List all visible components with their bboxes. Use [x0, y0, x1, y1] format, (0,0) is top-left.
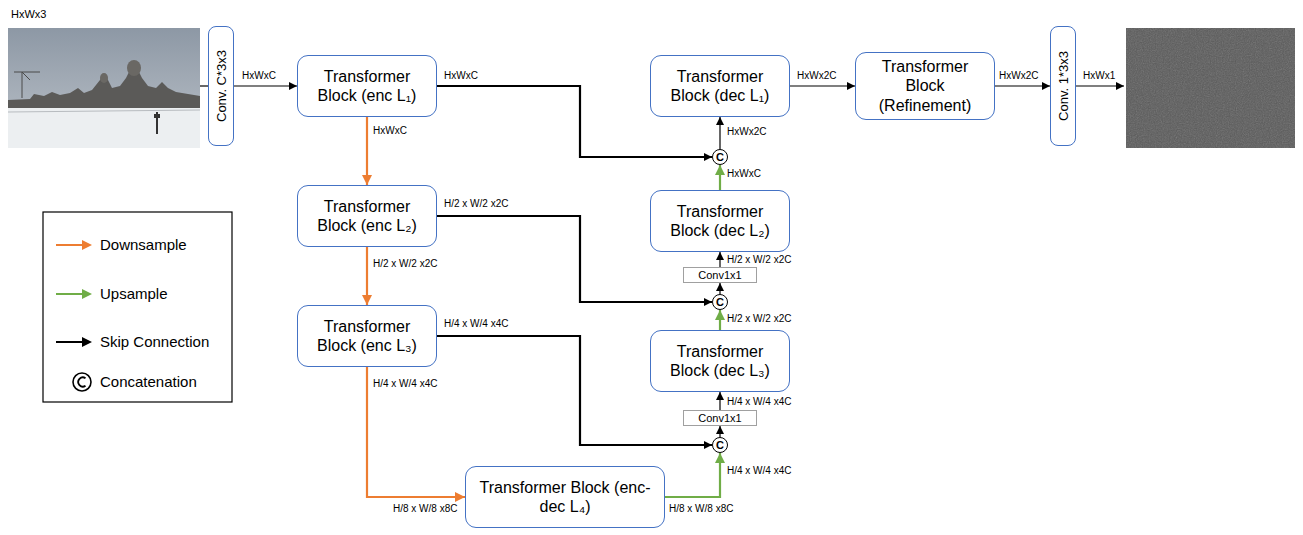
concat-circle: C — [712, 294, 728, 310]
photo-sign — [154, 114, 160, 118]
dimension-label: H/8 x W/8 x8C — [392, 503, 458, 515]
transformer-block: Transformer Block (dec L₁) — [650, 55, 790, 117]
node-text: Transformer Block (dec L₃) — [663, 342, 777, 380]
input-image — [8, 28, 200, 148]
dimension-label: HxWxC — [726, 168, 762, 180]
dimension-label: H/2 x W/2 x2C — [372, 258, 438, 270]
concat-sample — [73, 373, 91, 391]
conv1x1-box: Conv1x1 — [683, 410, 757, 426]
connector — [719, 426, 720, 437]
connector — [366, 117, 368, 185]
dimension-label: HxWx2C — [998, 70, 1039, 82]
node-text: Conv1x1 — [698, 411, 741, 425]
connector — [719, 310, 721, 330]
node-text: Conv. C*3x3 — [214, 50, 229, 122]
legend-samples — [56, 240, 92, 391]
output-arrow — [1076, 85, 1124, 86]
photo-crane — [14, 72, 40, 98]
dimension-label: H/4 x W/4 x4C — [726, 465, 792, 477]
transformer-block: Transformer Block (dec L₃) — [650, 330, 790, 392]
legend-text: Downsample — [100, 236, 187, 254]
transformer-block: Transformer Block (Refinement) — [855, 52, 995, 120]
connector — [367, 367, 465, 497]
concat-sample-c — [78, 377, 85, 386]
dimension-label: H/4 x W/4 x4C — [443, 318, 509, 330]
node-text: Transformer Block (enc L₃) — [310, 317, 424, 355]
node-text: Transformer Block (dec L₁) — [663, 67, 777, 105]
concat-circle: C — [712, 437, 728, 453]
dimension-label: H/8 x W/8 x8C — [668, 503, 734, 515]
downsample-head — [82, 240, 92, 250]
dimension-label: H/2 x W/2 x2C — [726, 254, 792, 266]
node-text: Transformer Block (dec L₂) — [663, 202, 777, 240]
photo-dome — [127, 60, 141, 76]
node-text: C — [716, 439, 724, 451]
connector — [719, 165, 721, 190]
dimension-label: HxWxC — [241, 70, 277, 82]
dimension-label: H/2 x W/2 x2C — [443, 198, 509, 210]
connector — [995, 85, 1050, 86]
conv-box: Conv. 1*3x3 — [1050, 26, 1076, 146]
node-text: Conv. 1*3x3 — [1056, 51, 1071, 121]
skip-head — [82, 337, 92, 347]
node-text: C — [716, 296, 724, 308]
output-noise — [1126, 28, 1295, 148]
node-text: Transformer Block (enc-dec L₄) — [478, 478, 652, 516]
connector — [665, 453, 720, 497]
photo-dome — [100, 73, 108, 83]
photo-city — [8, 64, 200, 112]
concat-circle: C — [712, 149, 728, 165]
legend-text: Concatenation — [100, 373, 197, 391]
dimension-label: HxWx2C — [726, 126, 767, 138]
upsample-head — [82, 289, 92, 299]
dimension-label: HxWx1 — [1082, 70, 1116, 82]
dimension-label: H/2 x W/2 x2C — [726, 313, 792, 325]
dimension-label: H/4 x W/4 x4C — [726, 396, 792, 408]
legend-text: Skip Connection — [100, 333, 209, 351]
connector — [719, 117, 720, 149]
legend-text: Upsample — [100, 285, 168, 303]
dimension-label: HxWx2C — [796, 70, 837, 82]
node-text: Conv1x1 — [698, 268, 741, 282]
dimension-label: HxWxC — [443, 70, 479, 82]
transformer-block: Transformer Block (enc-dec L₄) — [465, 466, 665, 528]
connector — [790, 85, 855, 86]
output-ground — [1126, 28, 1295, 148]
connector — [234, 85, 297, 86]
transformer-block: Transformer Block (dec L₂) — [650, 190, 790, 252]
legend-frame — [43, 212, 232, 402]
photo-riverbank — [8, 110, 200, 112]
connector — [719, 283, 720, 294]
dimension-label: HxWxC — [372, 125, 408, 137]
connector — [719, 392, 720, 410]
photo-sky — [8, 28, 200, 148]
dimension-label: HxWx3 — [10, 8, 47, 20]
transformer-block: Transformer Block (enc L₃) — [297, 305, 437, 367]
node-text: Transformer Block (enc L₂) — [310, 197, 424, 235]
conv-box: Conv. C*3x3 — [208, 26, 234, 146]
input-arrow — [200, 85, 208, 86]
connector — [366, 247, 368, 305]
transformer-block: Transformer Block (enc L₂) — [297, 185, 437, 247]
node-text: C — [716, 151, 724, 163]
output-image — [1126, 28, 1295, 148]
connector — [719, 252, 720, 267]
transformer-block: Transformer Block (enc L₁) — [297, 55, 437, 117]
node-text: Transformer Block (Refinement) — [874, 57, 976, 115]
node-text: Transformer Block (enc L₁) — [310, 67, 424, 105]
dimension-label: H/4 x W/4 x4C — [372, 378, 438, 390]
photo-snow — [8, 108, 200, 148]
conv1x1-box: Conv1x1 — [683, 267, 757, 283]
